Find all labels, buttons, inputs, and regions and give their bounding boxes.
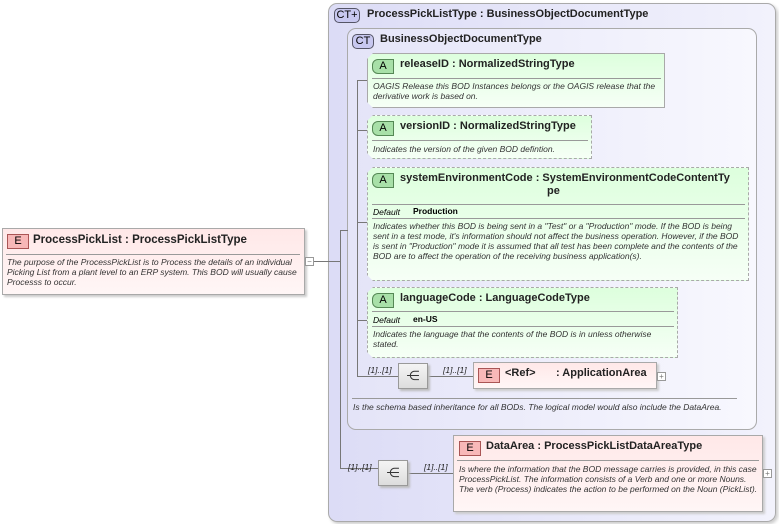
- default-value: Production: [413, 206, 458, 216]
- connector-line: [340, 468, 378, 469]
- attribute-system-environment-code[interactable]: [367, 167, 749, 281]
- root-description: The purpose of the ProcessPickList is to…: [7, 257, 297, 287]
- divider: [372, 311, 674, 312]
- connector-line: [408, 473, 453, 474]
- application-area-title: : ApplicationArea: [556, 367, 647, 379]
- sequence-icon[interactable]: ⋲: [378, 460, 408, 486]
- ct-badge: CT: [352, 34, 374, 49]
- expand-button[interactable]: +: [763, 469, 772, 478]
- element-badge: E: [478, 368, 500, 383]
- divider: [352, 398, 737, 399]
- data-area-title: DataArea : ProcessPickListDataAreaType: [486, 440, 703, 452]
- attribute-description: Indicates the version of the given BOD d…: [373, 144, 555, 154]
- attribute-title: releaseID : NormalizedStringType: [400, 58, 575, 70]
- sequence-icon[interactable]: ⋲: [398, 363, 428, 389]
- attribute-title: systemEnvironmentCode : SystemEnvironmen…: [400, 172, 730, 184]
- attribute-badge: A: [372, 293, 394, 308]
- element-process-pick-list[interactable]: [2, 228, 305, 295]
- element-badge: E: [459, 441, 481, 456]
- default-label: Default: [373, 207, 400, 217]
- divider: [457, 460, 759, 461]
- divider: [372, 204, 745, 205]
- connector-line: [357, 222, 367, 223]
- expand-button[interactable]: +: [657, 372, 666, 381]
- attribute-title-wrap: pe: [547, 185, 560, 197]
- attribute-title: languageCode : LanguageCodeType: [400, 292, 590, 304]
- connector-line: [357, 80, 358, 376]
- ct-badge: CT+: [334, 8, 360, 23]
- connector-line: [428, 376, 473, 377]
- attribute-language-code[interactable]: [367, 287, 678, 358]
- connector-line: [357, 376, 398, 377]
- inner-description: Is the schema based inheritance for all …: [353, 402, 722, 412]
- divider: [372, 78, 661, 79]
- default-value: en-US: [413, 314, 438, 324]
- element-application-area[interactable]: [473, 362, 657, 389]
- connector-line: [357, 130, 367, 131]
- element-badge: E: [7, 234, 29, 249]
- attribute-description: OAGIS Release this BOD Instances belongs…: [373, 81, 656, 101]
- attribute-badge: A: [372, 121, 394, 136]
- connector-line: [305, 261, 340, 262]
- connector-line: [340, 230, 341, 468]
- cardinality: [1]..[1]: [424, 462, 448, 472]
- attribute-badge: A: [372, 59, 394, 74]
- root-title: ProcessPickList : ProcessPickListType: [33, 234, 247, 246]
- attribute-title: versionID : NormalizedStringType: [400, 120, 576, 132]
- attribute-version-id[interactable]: [367, 115, 592, 159]
- data-area-description: Is where the information that the BOD me…: [459, 464, 758, 494]
- connector-line: [357, 320, 367, 321]
- collapse-button[interactable]: −: [305, 257, 314, 266]
- inner-title: BusinessObjectDocumentType: [380, 33, 542, 45]
- connector-line: [357, 80, 367, 81]
- cardinality: [1]..[1]: [443, 365, 467, 375]
- divider: [372, 140, 588, 141]
- default-label: Default: [373, 315, 400, 325]
- ref-label: <Ref>: [505, 367, 536, 379]
- cardinality: [1]..[1]: [368, 365, 392, 375]
- divider: [6, 254, 300, 255]
- cardinality: [1]..[1]: [348, 462, 372, 472]
- attribute-description: Indicates whether this BOD is being sent…: [373, 221, 739, 261]
- outer-title: ProcessPickListType : BusinessObjectDocu…: [367, 8, 649, 20]
- divider: [372, 326, 674, 327]
- attribute-badge: A: [372, 173, 394, 188]
- divider: [372, 218, 745, 219]
- attribute-description: Indicates the language that the contents…: [373, 329, 652, 349]
- attribute-release-id[interactable]: [367, 53, 665, 108]
- connector-line: [340, 230, 348, 231]
- element-data-area[interactable]: [453, 435, 763, 512]
